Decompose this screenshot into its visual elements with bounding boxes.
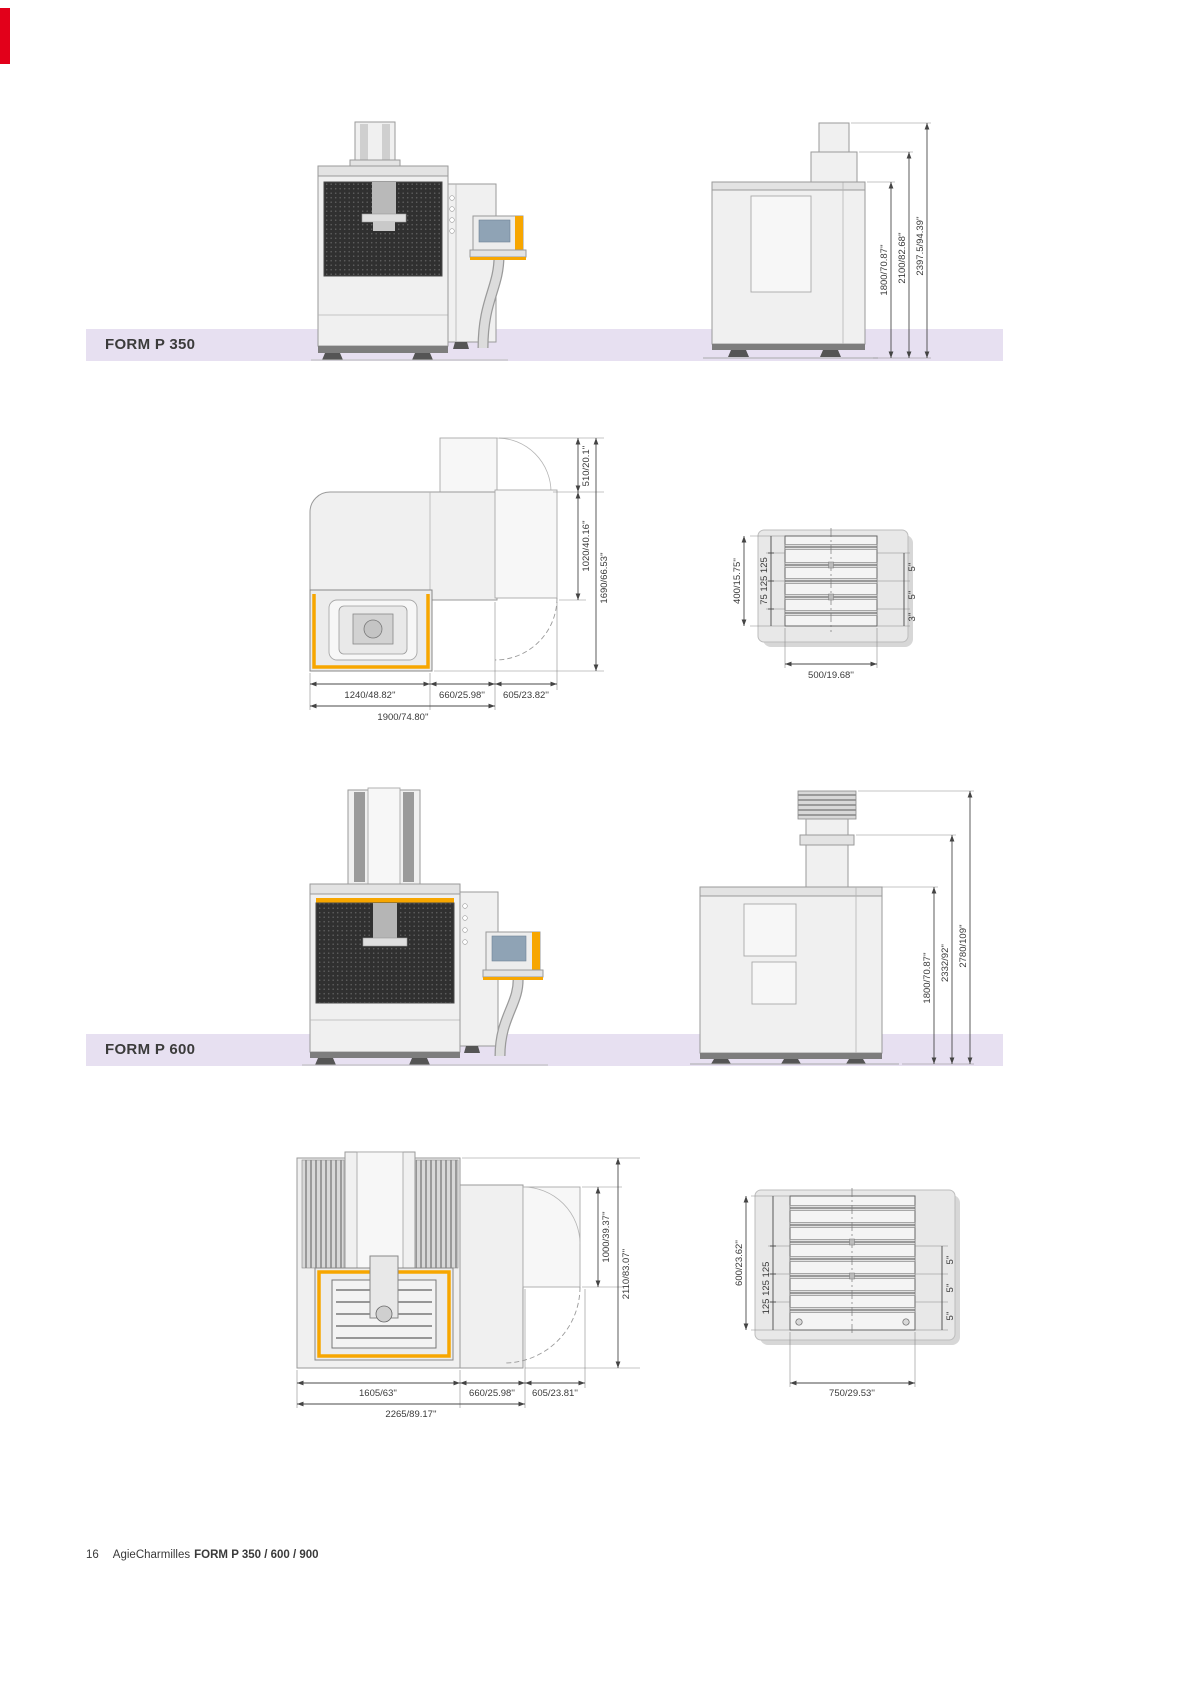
dim-table-400: 400/15.75'' bbox=[732, 558, 743, 604]
page-edge-marker bbox=[0, 8, 10, 64]
section-title-p600: FORM P 600 bbox=[105, 1041, 196, 1058]
dim-width-660: 660/25.98'' bbox=[469, 1388, 515, 1399]
dim-inch-1: 5'' bbox=[945, 1255, 956, 1264]
dim-width-total-1900: 1900/74.80'' bbox=[377, 712, 428, 723]
ribbed-head bbox=[797, 790, 857, 820]
machine-side-body bbox=[703, 122, 878, 359]
machine-body bbox=[309, 883, 461, 1053]
pendant-screen bbox=[491, 935, 527, 962]
p350-front-view bbox=[311, 121, 527, 361]
dim-width-1240: 1240/48.82'' bbox=[344, 690, 395, 701]
dim-height-1800: 1800/70.87'' bbox=[879, 244, 890, 295]
control-cabinet bbox=[447, 183, 497, 343]
height-dimensions: 1800/70.87'' 2332/92'' 2780/109'' bbox=[856, 790, 974, 1065]
dim-width-605: 605/23.82'' bbox=[503, 690, 549, 701]
footer-brand: AgieCharmilles bbox=[112, 1549, 191, 1561]
dim-height-2332: 2332/92'' bbox=[940, 944, 951, 982]
p600-side-view: 1800/70.87'' 2332/92'' 2780/109'' bbox=[690, 790, 974, 1065]
dim-height-2397: 2397.5/94.39'' bbox=[915, 216, 926, 275]
t-slots bbox=[784, 528, 878, 632]
work-tank bbox=[314, 1255, 454, 1361]
dim-table-750: 750/29.53'' bbox=[829, 1388, 875, 1399]
dim-depth-1020: 1020/40.16'' bbox=[581, 520, 592, 571]
p600-plan-view: 1000/39.37'' 2110/83.07'' 1605/63'' 660/… bbox=[296, 1151, 640, 1420]
dim-depth-1000: 1000/39.37'' bbox=[601, 1211, 612, 1262]
p350-table-detail: 400/15.75'' 75 125 125 500/19.68'' 5'' 5… bbox=[732, 528, 918, 681]
width-dimensions: 1605/63'' 660/25.98'' 605/23.81'' 2265/8… bbox=[296, 1289, 586, 1420]
t-slots bbox=[789, 1188, 916, 1335]
p350-side-view: 1800/70.87'' 2100/82.68'' 2397.5/94.39'' bbox=[703, 122, 931, 359]
z-axis-column bbox=[349, 121, 401, 170]
p600-table-detail: 600/23.62'' 125 125 125 750/29.53'' 5'' … bbox=[734, 1188, 960, 1399]
dim-height-2780: 2780/109'' bbox=[958, 924, 969, 967]
table-bed bbox=[754, 1189, 960, 1345]
ribbed-panel-left bbox=[301, 1159, 345, 1269]
footer-title: FORM P 350 / 600 / 900 bbox=[194, 1549, 319, 1561]
dim-depth-1690: 1690/66.53'' bbox=[599, 552, 610, 603]
depth-dimensions: 510/20.1'' 1020/40.16'' 1690/66.53'' bbox=[434, 437, 610, 672]
dim-slot-spacing: 125 125 125 bbox=[761, 1262, 772, 1315]
dim-depth-510: 510/20.1'' bbox=[581, 446, 592, 487]
p600-front-view bbox=[302, 787, 548, 1066]
depth-dimensions: 1000/39.37'' 2110/83.07'' bbox=[462, 1157, 640, 1369]
dim-inch-2: 5'' bbox=[945, 1283, 956, 1292]
dim-inch-3: 5'' bbox=[945, 1311, 956, 1320]
orange-trim bbox=[316, 898, 454, 903]
table-dimensions: 400/15.75'' 75 125 125 500/19.68'' 5'' 5… bbox=[732, 535, 918, 681]
work-tank bbox=[309, 589, 433, 672]
dim-height-2100: 2100/82.68'' bbox=[897, 232, 908, 283]
machine-body bbox=[317, 165, 449, 347]
machine-side-body bbox=[690, 790, 899, 1065]
machine-base bbox=[311, 342, 508, 361]
section-title-p350: FORM P 350 bbox=[105, 336, 196, 353]
dim-width-total-2265: 2265/89.17'' bbox=[385, 1409, 436, 1420]
dim-width-1605: 1605/63'' bbox=[359, 1388, 397, 1399]
control-pendant bbox=[482, 931, 544, 1057]
dim-width-660: 660/25.98'' bbox=[439, 690, 485, 701]
plan-outline bbox=[309, 437, 558, 661]
z-axis-column bbox=[347, 787, 421, 887]
dim-slot-spacing: 75 125 125 bbox=[759, 557, 770, 605]
dim-table-500: 500/19.68'' bbox=[808, 670, 854, 681]
pendant-screen bbox=[478, 219, 511, 243]
dim-table-600: 600/23.62'' bbox=[734, 1240, 745, 1286]
width-dimensions: 1240/48.82'' 660/25.98'' 605/23.82'' 190… bbox=[309, 602, 558, 723]
dim-depth-2110: 2110/83.07'' bbox=[621, 1249, 632, 1300]
height-dimensions: 1800/70.87'' 2100/82.68'' 2397.5/94.39'' bbox=[851, 122, 931, 359]
p350-plan-view: 510/20.1'' 1020/40.16'' 1690/66.53'' 124… bbox=[309, 437, 610, 723]
dim-height-1800: 1800/70.87'' bbox=[922, 952, 933, 1003]
table-dimensions: 600/23.62'' 125 125 125 750/29.53'' 5'' … bbox=[734, 1195, 956, 1399]
ribbed-panel-right bbox=[415, 1159, 459, 1269]
page-number: 16 bbox=[86, 1549, 99, 1561]
dim-inch-1: 5'' bbox=[907, 562, 918, 571]
orange-trim bbox=[312, 594, 430, 669]
dim-width-605: 605/23.81'' bbox=[532, 1388, 578, 1399]
machine-base bbox=[302, 1046, 548, 1066]
dim-inch-3: 3'' bbox=[907, 612, 918, 621]
dim-inch-2: 5'' bbox=[907, 590, 918, 599]
control-pendant bbox=[469, 215, 527, 349]
